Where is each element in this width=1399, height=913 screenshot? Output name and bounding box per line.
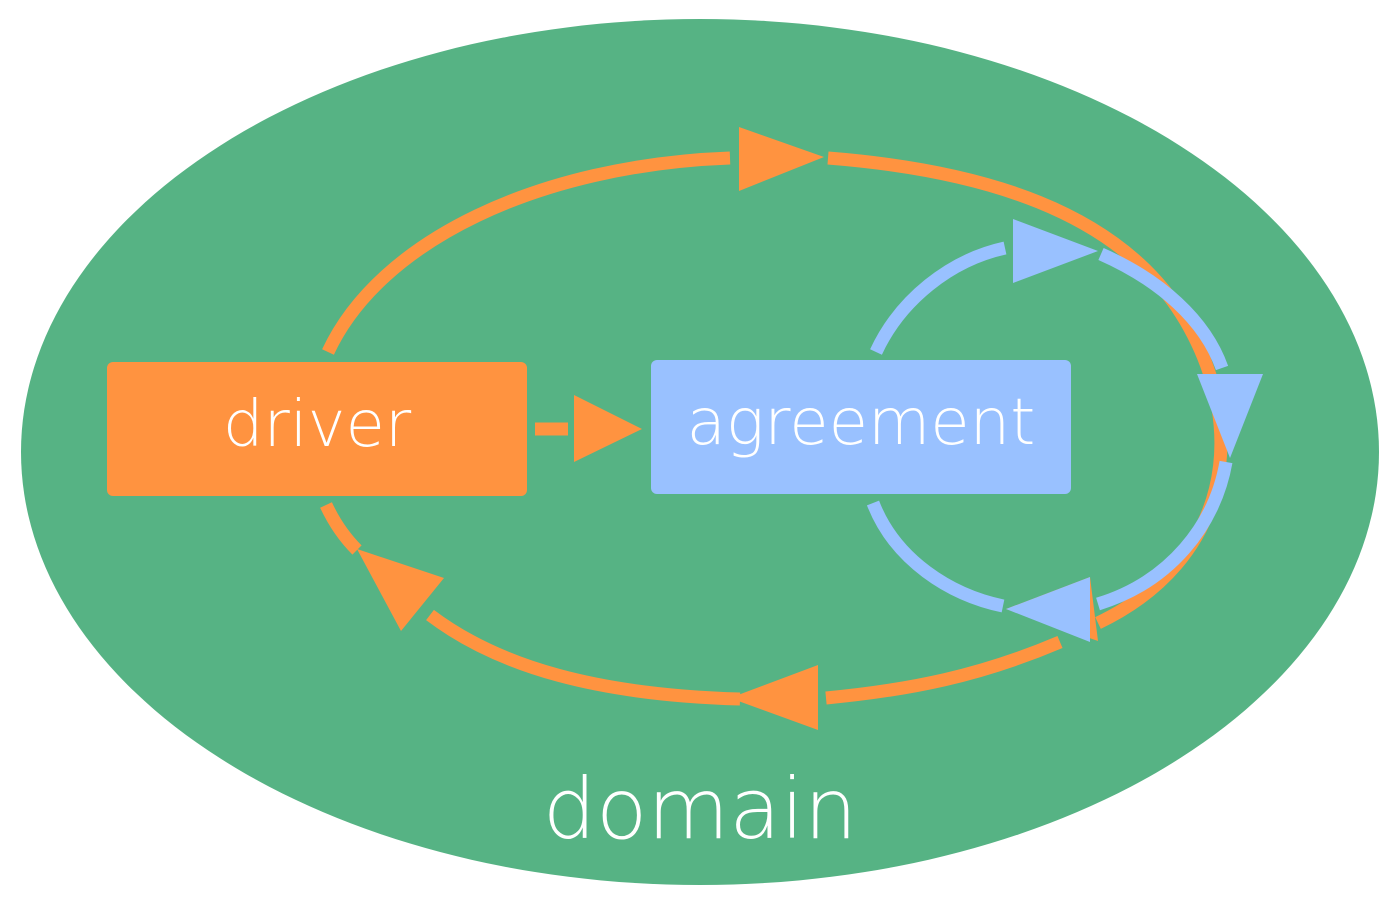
driver-node: driver [107, 362, 527, 496]
agreement-cycle-loop [866, 219, 1263, 642]
agreement-loop-bottom-arc [866, 500, 1005, 613]
driver-loop-bottom-left-arc [426, 609, 741, 706]
agreement-loop-top-arrowhead [1013, 219, 1098, 283]
driver-box [107, 362, 527, 496]
agreement-node: agreement [651, 360, 1071, 494]
driver-loop-top-left-arc [322, 151, 731, 355]
agreement-loop-right-arrowhead [1197, 374, 1263, 458]
domain-label: domain [543, 760, 858, 858]
agreement-box [651, 360, 1071, 494]
driver-loop-left-arrowhead [357, 549, 444, 631]
agreement-loop-top-arc [870, 241, 1007, 355]
driver-loop-left-arc [320, 502, 362, 555]
driver-loop-top-arrowhead [739, 127, 824, 191]
agreement-loop-right-top-arc [1098, 248, 1229, 371]
driver-loop-bottom-right-arc [825, 636, 1063, 705]
driver-to-agreement-arrowhead [574, 395, 642, 462]
driver-label: driver [223, 388, 412, 462]
driver-to-agreement-arrow [535, 395, 642, 462]
agreement-label: agreement [687, 386, 1036, 460]
agreement-loop-right-bottom-arc [1096, 460, 1233, 611]
driver-loop-bottom-arrowhead [730, 665, 818, 730]
agreement-loop-bottom-arrowhead [1006, 577, 1090, 642]
